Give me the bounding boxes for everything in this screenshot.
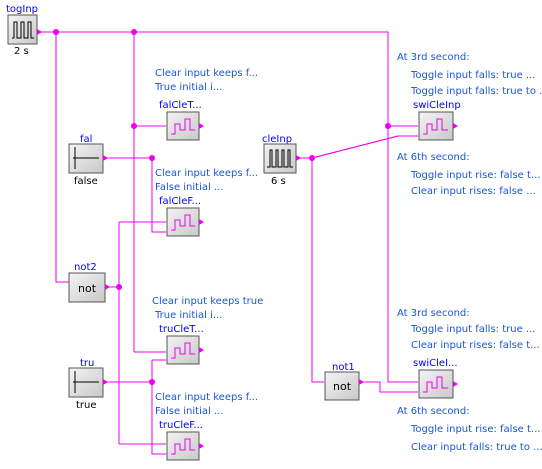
swiclei-name: swiCleI... [413,358,458,369]
note-truclet: Clear input keeps true True initial i... [152,296,263,321]
not1-name: not1 [332,362,355,373]
truclef-name: truCleF... [159,420,203,431]
note-line: At 6th second: [397,406,470,417]
note-line: Clear input keeps true [152,296,263,307]
fal-param: false [74,176,98,187]
cleinp-name: cleInp [262,134,292,145]
latch-icon [423,376,448,393]
note-line: True initial i... [154,82,222,93]
block-falclef[interactable]: falCleF... [159,196,204,237]
block-fal[interactable]: fal false [68,134,108,187]
junction-dots [53,29,391,385]
block-not2[interactable]: not2 not [68,262,110,303]
latch-icon [171,438,195,455]
note-line: Clear input rises: false ... [411,186,536,197]
swicleinp-name: swiCleInp [413,100,461,111]
block-truclet[interactable]: truCleT... [159,324,204,365]
note-falclef: Clear input keeps f... False initial ... [155,168,258,193]
tru-name: tru [80,358,94,369]
not2-label: not [78,282,97,295]
block-tru[interactable]: tru true [68,358,108,411]
note-line: At 3rd second: [397,52,470,63]
note-line: Clear input keeps f... [155,168,258,179]
toginp-name: togInp [6,4,38,15]
note-switch-1: At 3rd second: Toggle input falls: true … [397,52,542,197]
note-line: Clear input keeps f... [155,392,258,403]
latch-icon [171,342,195,359]
latch-icon [171,118,195,135]
note-switch-2: At 3rd second: Toggle input falls: true … [397,308,542,453]
pulse-icon [12,21,34,39]
falclet-name: falCleT... [159,100,202,111]
not1-label: not [333,380,352,393]
note-line: Clear input keeps f... [155,68,258,79]
block-swicleinp[interactable]: swiCleInp [413,100,461,141]
note-line: Toggle input rise: false t... [410,424,540,435]
pulse-icon [267,149,293,168]
truclet-name: truCleT... [159,324,204,335]
note-line: At 6th second: [397,152,470,163]
falclef-name: falCleF... [159,196,201,207]
note-falclet: Clear input keeps f... True initial i... [154,68,258,93]
toginp-param: 2 s [14,46,29,57]
note-line: False initial ... [155,406,224,417]
note-line: False initial ... [155,182,224,193]
note-line: Toggle input falls: true to ... [410,86,542,97]
note-truclef: Clear input keeps f... False initial ... [155,392,258,417]
block-toginp[interactable]: togInp 2 s [6,4,42,57]
block-cleinp[interactable]: cleInp 6 s [262,134,301,187]
block-not1[interactable]: not1 not [324,362,364,401]
cleinp-param: 6 s [271,176,286,187]
block-falclet[interactable]: falCleT... [159,100,204,141]
not2-name: not2 [74,262,97,273]
latch-icon [171,214,195,231]
note-line: Toggle input falls: true ... [410,324,535,335]
note-line: Clear input falls: true to ... [411,442,542,453]
note-line: Clear input rises: false t... [411,340,540,351]
latch-icon [423,118,448,135]
note-line: Toggle input rise: false t... [410,170,540,181]
block-truclef[interactable]: truCleF... [159,420,204,461]
fal-name: fal [80,134,92,145]
note-line: At 3rd second: [397,308,470,319]
tru-param: true [76,400,97,411]
note-line: Toggle input falls: true ... [410,70,535,81]
block-swiclei[interactable]: swiCleI... [413,358,458,399]
note-line: True initial i... [154,310,222,321]
